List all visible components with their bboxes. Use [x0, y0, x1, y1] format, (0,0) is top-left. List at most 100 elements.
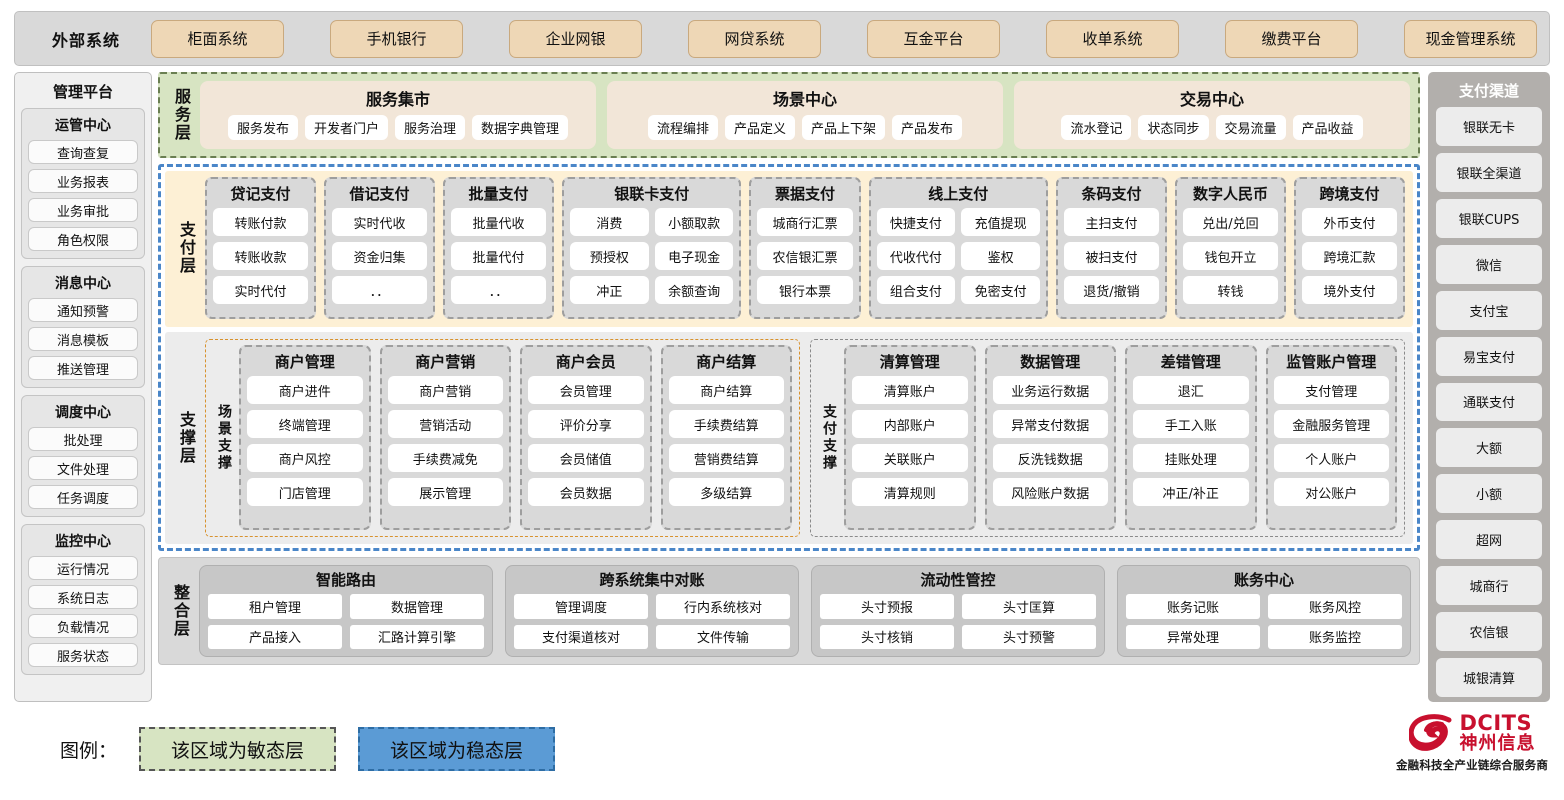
- list-item[interactable]: 关联账户: [852, 444, 968, 472]
- list-item[interactable]: 个人账户: [1273, 444, 1389, 472]
- list-item[interactable]: 银联全渠道: [1436, 152, 1542, 192]
- list-item[interactable]: 业务审批: [28, 198, 138, 222]
- list-item[interactable]: 文件处理: [28, 456, 138, 480]
- list-item[interactable]: 境外支付: [1301, 276, 1397, 304]
- list-item[interactable]: 城商行汇票: [757, 208, 853, 236]
- list-item[interactable]: 银联无卡: [1436, 107, 1542, 146]
- list-item[interactable]: 管理调度: [514, 594, 648, 619]
- list-item[interactable]: 任务调度: [28, 485, 138, 509]
- list-item[interactable]: ．．: [451, 276, 547, 304]
- list-item[interactable]: 跨境汇款: [1301, 242, 1397, 270]
- list-item[interactable]: 易宝支付: [1436, 336, 1542, 376]
- list-item[interactable]: 被扫支付: [1063, 242, 1159, 270]
- list-item[interactable]: 实时代收: [332, 208, 428, 236]
- list-item[interactable]: 查询查复: [28, 140, 138, 164]
- list-item[interactable]: 城商行: [1436, 566, 1542, 606]
- list-item[interactable]: 退汇: [1133, 376, 1249, 404]
- list-item[interactable]: 业务报表: [28, 169, 138, 193]
- list-item[interactable]: 行内系统核对: [656, 594, 790, 619]
- list-item[interactable]: 微信: [1436, 244, 1542, 284]
- list-item[interactable]: 交易流量: [1215, 115, 1286, 140]
- list-item[interactable]: 评价分享: [528, 410, 644, 438]
- external-system-item[interactable]: 网贷系统: [688, 19, 821, 58]
- list-item[interactable]: 系统日志: [28, 585, 138, 609]
- list-item[interactable]: 城银清算: [1436, 658, 1542, 697]
- list-item[interactable]: 银联CUPS: [1436, 198, 1542, 238]
- list-item[interactable]: 产品上下架: [802, 115, 886, 140]
- list-item[interactable]: 营销费结算: [668, 444, 784, 472]
- list-item[interactable]: 异常处理: [1126, 624, 1260, 649]
- external-system-item[interactable]: 缴费平台: [1225, 19, 1358, 58]
- list-item[interactable]: 对公账户: [1273, 478, 1389, 506]
- list-item[interactable]: 批处理: [28, 427, 138, 451]
- list-item[interactable]: 异常支付数据: [992, 410, 1108, 438]
- list-item[interactable]: 转账付款: [213, 208, 309, 236]
- list-item[interactable]: 账务记账: [1126, 594, 1260, 619]
- list-item[interactable]: 快捷支付: [876, 208, 956, 236]
- list-item[interactable]: 商户营销: [387, 376, 503, 404]
- list-item[interactable]: 展示管理: [387, 478, 503, 506]
- external-system-item[interactable]: 互金平台: [867, 19, 1000, 58]
- list-item[interactable]: 通知预警: [28, 298, 138, 322]
- list-item[interactable]: 批量代收: [451, 208, 547, 236]
- list-item[interactable]: 数据管理: [350, 594, 484, 619]
- list-item[interactable]: 支付管理: [1273, 376, 1389, 404]
- list-item[interactable]: 支付宝: [1436, 290, 1542, 330]
- list-item[interactable]: 会员储值: [528, 444, 644, 472]
- list-item[interactable]: 超网: [1436, 520, 1542, 560]
- list-item[interactable]: ．．: [332, 276, 428, 304]
- external-system-item[interactable]: 手机银行: [330, 19, 463, 58]
- list-item[interactable]: 代收代付: [876, 242, 956, 270]
- list-item[interactable]: 终端管理: [247, 410, 363, 438]
- list-item[interactable]: 农信银汇票: [757, 242, 853, 270]
- list-item[interactable]: 金融服务管理: [1273, 410, 1389, 438]
- list-item[interactable]: 余额查询: [654, 276, 734, 304]
- list-item[interactable]: 账务风控: [1268, 594, 1402, 619]
- list-item[interactable]: 状态同步: [1138, 115, 1209, 140]
- list-item[interactable]: 转账收款: [213, 242, 309, 270]
- list-item[interactable]: 角色权限: [28, 227, 138, 251]
- list-item[interactable]: 服务治理: [395, 115, 466, 140]
- external-system-item[interactable]: 收单系统: [1046, 19, 1179, 58]
- list-item[interactable]: 服务状态: [28, 643, 138, 667]
- external-system-item[interactable]: 现金管理系统: [1404, 19, 1537, 58]
- list-item[interactable]: 兑出/兑回: [1182, 208, 1278, 236]
- list-item[interactable]: 消费: [570, 208, 649, 236]
- list-item[interactable]: 电子现金: [654, 242, 734, 270]
- list-item[interactable]: 反洗钱数据: [992, 444, 1108, 472]
- list-item[interactable]: 流水登记: [1061, 115, 1132, 140]
- list-item[interactable]: 会员数据: [528, 478, 644, 506]
- list-item[interactable]: 清算规则: [852, 478, 968, 506]
- list-item[interactable]: 批量代付: [451, 242, 547, 270]
- list-item[interactable]: 清算账户: [852, 376, 968, 404]
- list-item[interactable]: 流程编排: [647, 115, 718, 140]
- list-item[interactable]: 汇路计算引擎: [350, 624, 484, 649]
- list-item[interactable]: 退货/撤销: [1063, 276, 1159, 304]
- list-item[interactable]: 转钱: [1182, 276, 1278, 304]
- list-item[interactable]: 头寸预警: [962, 624, 1096, 649]
- list-item[interactable]: 钱包开立: [1182, 242, 1278, 270]
- list-item[interactable]: 组合支付: [876, 276, 956, 304]
- list-item[interactable]: 主扫支付: [1063, 208, 1159, 236]
- list-item[interactable]: 预授权: [570, 242, 649, 270]
- list-item[interactable]: 外币支付: [1301, 208, 1397, 236]
- external-system-item[interactable]: 柜面系统: [151, 19, 284, 58]
- list-item[interactable]: 大额: [1436, 428, 1542, 468]
- external-system-item[interactable]: 企业网银: [509, 19, 642, 58]
- list-item[interactable]: 风险账户数据: [992, 478, 1108, 506]
- list-item[interactable]: 账务监控: [1268, 624, 1402, 649]
- list-item[interactable]: 通联支付: [1436, 382, 1542, 422]
- list-item[interactable]: 充值提现: [961, 208, 1040, 236]
- list-item[interactable]: 消息模板: [28, 327, 138, 351]
- list-item[interactable]: 营销活动: [387, 410, 503, 438]
- list-item[interactable]: 服务发布: [227, 115, 298, 140]
- list-item[interactable]: 运行情况: [28, 556, 138, 580]
- list-item[interactable]: 鉴权: [961, 242, 1040, 270]
- list-item[interactable]: 农信银: [1436, 612, 1542, 652]
- list-item[interactable]: 多级结算: [668, 478, 784, 506]
- list-item[interactable]: 数据字典管理: [472, 115, 569, 140]
- list-item[interactable]: 头寸匡算: [962, 594, 1096, 619]
- list-item[interactable]: 挂账处理: [1133, 444, 1249, 472]
- list-item[interactable]: 手续费减免: [387, 444, 503, 472]
- list-item[interactable]: 头寸预报: [820, 594, 954, 619]
